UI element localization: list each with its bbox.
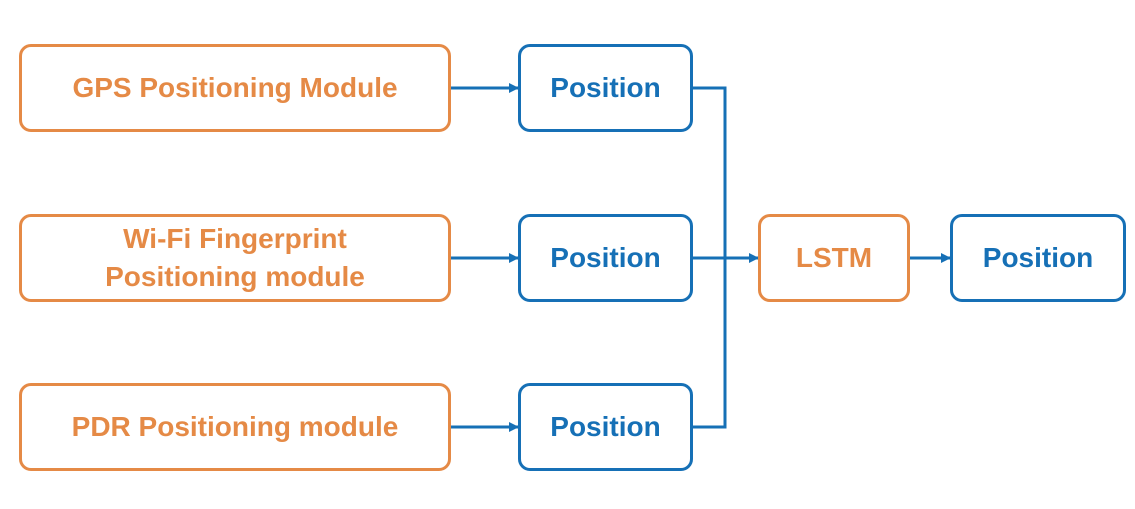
gps-module-label: GPS Positioning Module [72,72,398,104]
pdr-module-label: PDR Positioning module [71,411,399,443]
position-box-pdr: Position [518,383,693,471]
output-position-box: Position [950,214,1126,302]
lstm-box: LSTM [758,214,910,302]
position-label: Position [550,242,661,274]
position-label: Position [550,72,661,104]
position-label: Position [550,411,661,443]
connector-position1-to-bus [692,86,727,258]
connector-position3-to-bus [692,258,727,429]
wifi-module-label-line1: Wi-Fi Fingerprint [123,223,347,255]
position-box-wifi: Position [518,214,693,302]
lstm-label: LSTM [795,242,873,274]
wifi-module-label-line2: Positioning module [105,261,365,292]
output-position-label: Position [982,242,1094,274]
pdr-module-box: PDR Positioning module [19,383,451,471]
gps-module-box: GPS Positioning Module [19,44,451,132]
position-box-gps: Position [518,44,693,132]
wifi-module-box: Wi-Fi Fingerprint Positioning module [19,214,451,302]
